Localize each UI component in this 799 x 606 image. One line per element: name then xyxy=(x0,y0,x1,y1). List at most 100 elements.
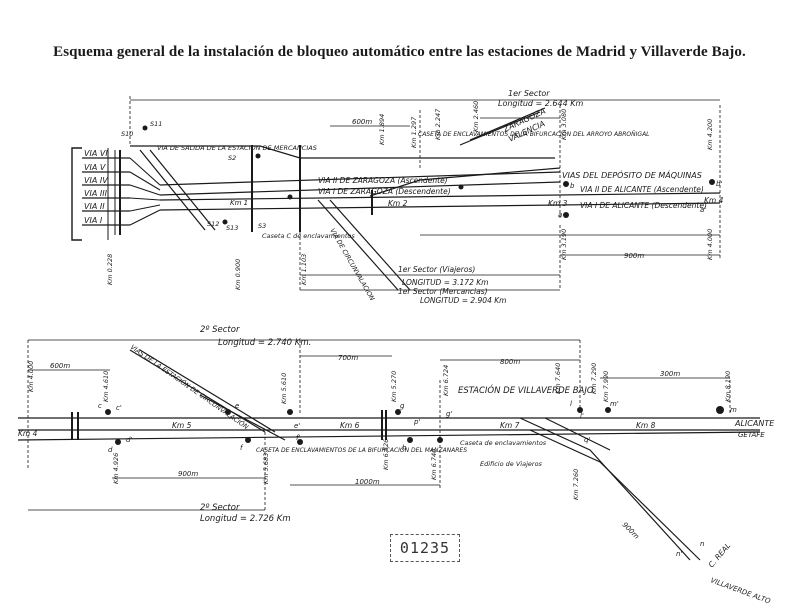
main-tracks-top xyxy=(130,107,721,291)
vias-deposito: VIAS DEL DEPÓSITO DE MÁQUINAS xyxy=(562,169,702,180)
bottom-km-7640: Km 7.640 xyxy=(554,363,562,394)
sector2b-long: Longitud = 2.726 Km xyxy=(200,514,291,524)
diagram-title: Esquema general de la instalación de blo… xyxy=(53,44,746,60)
top-km-4000: Km 4.000 xyxy=(706,229,714,260)
archive-stamp: 01235 xyxy=(390,534,460,562)
signal-s10: S10 xyxy=(121,130,133,138)
via1-zaragoza: VIA I DE ZARAGOZA (Descendente) xyxy=(318,187,451,196)
bottom-km-6526: Km 6.526 xyxy=(382,439,390,470)
sector1-long: Longitud = 2.644 Km xyxy=(498,99,583,108)
top-km-3190: Km 3.190 xyxy=(560,229,568,260)
bottom-km-4926: Km 4.926 xyxy=(112,453,120,484)
via-label-2: VIA II xyxy=(84,202,105,211)
dimension-lines-top xyxy=(130,99,720,291)
bottom-km-7260: Km 7.260 xyxy=(572,469,580,500)
alicante-label: ALICANTE xyxy=(734,419,775,428)
bottom-dist-1000: 1000m xyxy=(355,478,380,486)
bottom-km-8: Km 8 xyxy=(636,421,656,430)
bottom-dist-700: 700m xyxy=(338,354,358,362)
bottom-km-8190: Km 8.190 xyxy=(724,371,732,402)
bottom-km-6724: Km 6.724 xyxy=(442,365,450,396)
sector1-mercancias: 1er Sector (Mercancias) xyxy=(398,287,488,296)
signals-bottom xyxy=(105,406,724,445)
bottom-km-6: Km 6 xyxy=(340,421,360,430)
top-km-2247: Km 2.247 xyxy=(434,108,442,140)
top-km-0900: Km 0.900 xyxy=(234,259,242,290)
signal-m-prime: m' xyxy=(610,400,619,408)
sector2-long: Longitud = 2.740 Km. xyxy=(218,338,311,348)
signal-c: c xyxy=(98,402,102,410)
top-km-1894: Km 1.894 xyxy=(378,114,386,145)
signal-f-prime: f' xyxy=(296,434,300,442)
top-km-4200: Km 4.200 xyxy=(706,119,714,150)
bottom-km-4000: Km 4.000 xyxy=(27,361,35,392)
top-km-1: Km 1 xyxy=(230,199,248,207)
separators-top xyxy=(129,96,721,290)
signal-g: g xyxy=(400,402,405,410)
signal-n-prime: n' xyxy=(676,550,682,558)
via2-alicante: VIA II DE ALICANTE (Ascendente) xyxy=(580,185,704,194)
top-km-3: Km 3 xyxy=(548,199,568,208)
signal-p-prime: p' xyxy=(413,418,420,426)
station-tracks xyxy=(82,157,130,226)
top-dist-600: 600m xyxy=(352,118,372,126)
bottom-km-4610: Km 4.610 xyxy=(102,371,110,402)
bottom-km-5610: Km 5.610 xyxy=(280,373,288,404)
bottom-dist-600: 600m xyxy=(50,362,70,370)
bottom-km-7290: Km 7.290 xyxy=(590,363,598,394)
signal-q-prime: q' xyxy=(584,436,590,444)
via-label-5: VIA V xyxy=(84,163,106,172)
top-km-1297: Km 1.297 xyxy=(410,116,418,148)
via-label-1: VIA I xyxy=(84,216,103,225)
villaverde-alto-label: VILLAVERDE ALTO xyxy=(709,576,772,605)
signal-m: m xyxy=(730,406,737,414)
signal-s13: S13 xyxy=(226,224,238,232)
dimension-lines-bottom xyxy=(28,339,730,511)
caseta-c: Caseta C de enclavamientos xyxy=(262,232,355,240)
signal-s11: S11 xyxy=(150,120,162,128)
via-label-6: VIA VI xyxy=(84,149,108,158)
estacion-villaverde: ESTACIÓN DE VILLAVERDE BAJO xyxy=(458,384,594,396)
bottom-km-6740: Km 6.740 xyxy=(430,449,438,480)
top-km-1103: Km 1.103 xyxy=(300,254,308,285)
signal-a-prime: a' xyxy=(700,206,706,214)
signal-e-prime: e' xyxy=(294,422,300,430)
bottom-dist-800: 800m xyxy=(500,358,520,366)
sector1-viajeros-long: LONGITUD = 3.172 Km xyxy=(402,278,488,287)
edificio-viajeros: Edificio de Viajeros xyxy=(480,460,543,468)
bottom-dist-900: 900m xyxy=(178,470,198,478)
caseta-enclavamientos: Caseta de enclavamientos xyxy=(460,439,547,447)
sector2-title: 2º Sector xyxy=(200,325,240,335)
sector1-viajeros: 1er Sector (Viajeros) xyxy=(398,265,475,274)
sector1-mercancias-long: LONGITUD = 2.904 Km xyxy=(420,296,506,305)
signal-c-prime: c' xyxy=(116,404,122,412)
via1-alicante: VIA I DE ALICANTE (Descendente) xyxy=(580,201,707,210)
bottom-km-7: Km 7 xyxy=(500,421,520,430)
signals-top xyxy=(142,125,715,225)
bottom-km-5270: Km 5.270 xyxy=(390,371,398,402)
signal-g-prime: g' xyxy=(446,410,452,418)
bottom-dist-900b: 900m xyxy=(621,521,641,541)
station-throat xyxy=(114,150,161,235)
signal-d-prime: d' xyxy=(126,436,132,444)
caseta-top: CASETA DE ENCLAVAMIENTOS DE LA BIFURCACI… xyxy=(418,131,650,138)
signal-s3: S3 xyxy=(258,222,266,230)
signal-s2: S2 xyxy=(228,154,236,162)
bottom-km-7990: Km 7.990 xyxy=(602,371,610,402)
via-label-3: VIA III xyxy=(84,189,108,198)
top-km-3080: Km 3.080 xyxy=(560,109,568,140)
signal-b-prime: b' xyxy=(716,180,722,188)
bottom-km-5: Km 5 xyxy=(172,421,192,430)
main-tracks-bottom xyxy=(17,349,761,561)
top-dist-900: 900m xyxy=(624,252,644,260)
signal-e: e xyxy=(235,402,239,410)
bottom-km-4: Km 4 xyxy=(18,429,38,438)
signal-a: a xyxy=(558,211,562,219)
bottom-dist-300: 300m xyxy=(660,370,680,378)
signal-b: b xyxy=(570,182,575,190)
top-km-2: Km 2 xyxy=(388,199,408,208)
via-label-4: VIA IV xyxy=(84,176,108,185)
top-km-4: Km 4 xyxy=(704,196,724,205)
signal-n: n xyxy=(700,540,704,548)
signal-d: d xyxy=(108,446,113,454)
